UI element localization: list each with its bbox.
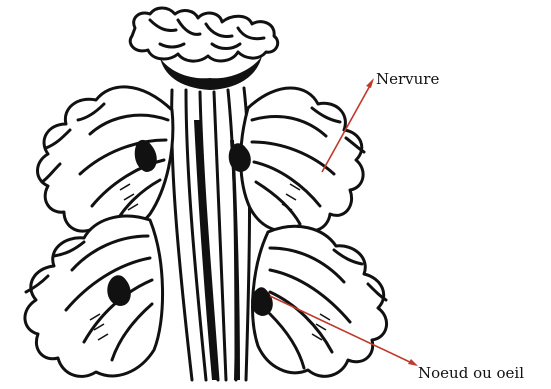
- nervure-label: Nervure: [376, 70, 439, 88]
- noeud-label: Noeud ou oeil: [418, 364, 524, 382]
